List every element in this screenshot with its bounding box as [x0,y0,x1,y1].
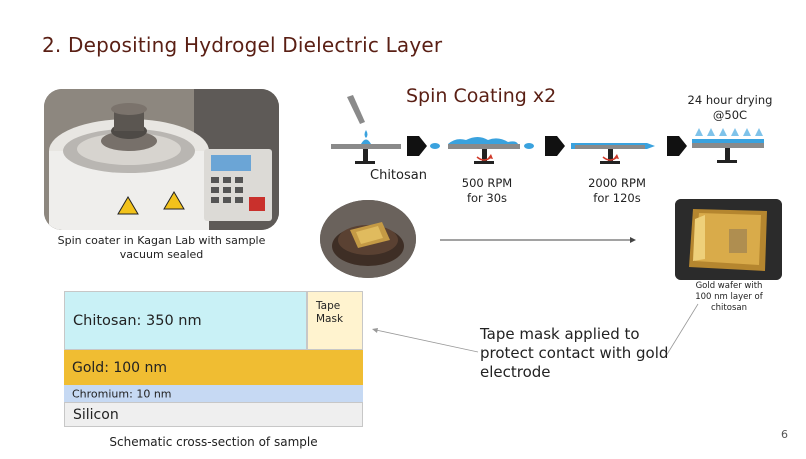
arrow-icon [545,136,565,156]
heat-icon [695,128,763,136]
arrow-icon [667,136,687,156]
pipette-icon [347,95,368,138]
layer-chromium: Chromium: 10 nm [64,385,363,402]
step-label-500rpm: 500 RPM for 30s [456,176,518,206]
layer-label: Silicon [73,407,119,423]
layer-label: Gold: 100 nm [72,360,167,376]
sample-photo [320,200,416,278]
step-label-drying: 24 hour drying @50C [682,93,778,123]
layer-label: Chitosan: 350 nm [73,313,202,329]
page-number: 6 [781,428,788,441]
layer-gold: Gold: 100 nm [64,350,363,385]
layer-chitosan: Chitosan: 350 nm [64,291,307,350]
spin-coater-photo [44,89,279,230]
slide-title: 2. Depositing Hydrogel Dielectric Layer [42,33,442,57]
arrow-icon [407,136,427,156]
substrate [331,144,401,149]
tape-mask-pointer [368,326,480,356]
step-label-2000rpm: 2000 RPM for 120s [584,176,650,206]
flow-arrow [440,236,636,244]
spin-coater-caption: Spin coater in Kagan Lab with sample vac… [44,234,279,262]
layer-tape-mask: Tape Mask [307,291,363,350]
layer-silicon: Silicon [64,402,363,427]
layer-label: Chromium: 10 nm [72,387,172,400]
gold-wafer-photo [675,199,782,280]
step-label-chitosan: Chitosan [370,168,427,183]
cross-section-caption: Schematic cross-section of sample [64,435,363,449]
tape-mask-note: Tape mask applied to protect contact wit… [480,325,670,382]
layer-label: Tape Mask [316,300,352,326]
